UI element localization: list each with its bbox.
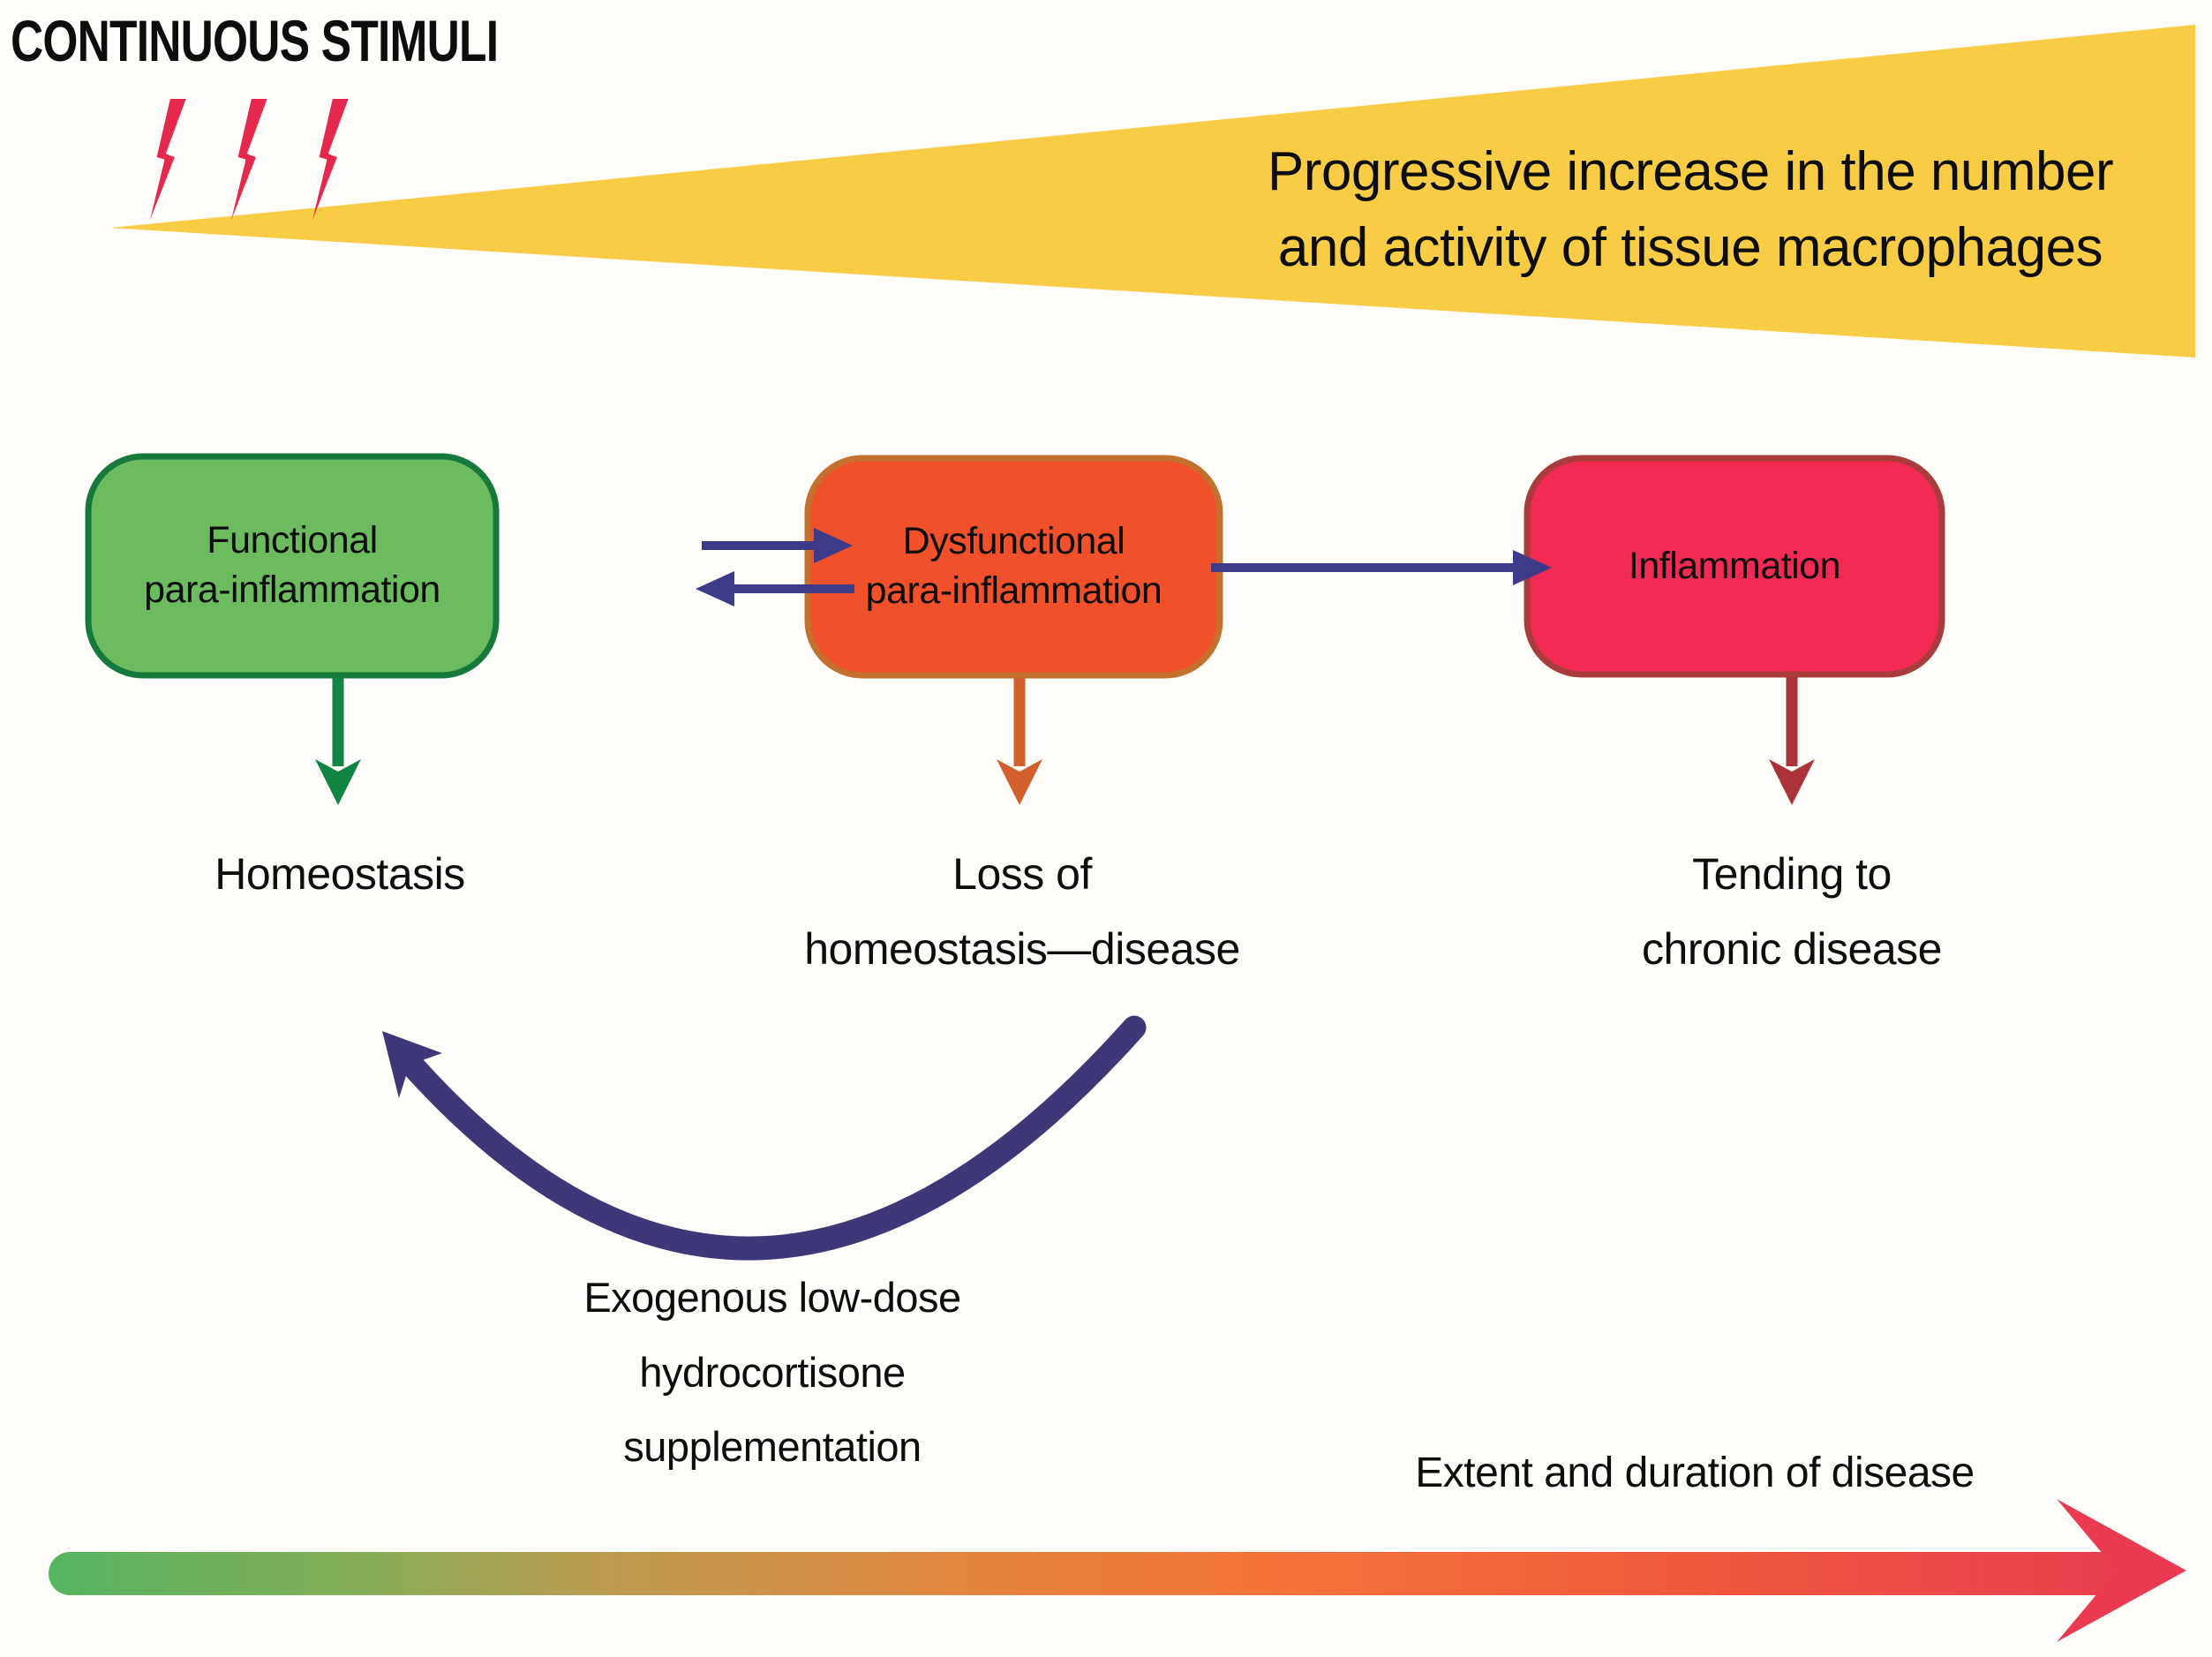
functional-label-line2: para-inflammation: [144, 569, 440, 611]
hydrocortisone-label: Exogenous low-dose hydrocortisone supple…: [410, 1261, 1134, 1485]
macrophage-increase-wedge: [110, 25, 2195, 358]
homeostasis-line1: Homeostasis: [214, 849, 465, 899]
functional-box-label: Functional para-inflammation: [88, 456, 496, 675]
homeostasis-label: Homeostasis: [75, 837, 605, 912]
tending-line2: chronic disease: [1642, 924, 1942, 974]
flow-arrow-right-icon: [702, 528, 853, 563]
loss-line1: Loss of: [952, 849, 1092, 899]
inflammation-down-arrow-icon: [1769, 677, 1815, 805]
lightning-bolt-icon: [150, 99, 349, 221]
disease-axis-arrow: [49, 1499, 2186, 1642]
feedback-curve-arrow-icon: [382, 1015, 1147, 1261]
feedback-line2: hydrocortisone: [639, 1348, 906, 1396]
wedge-label: Progressive increase in the number and a…: [1174, 134, 2207, 285]
feedback-line3: supplementation: [623, 1423, 922, 1471]
wedge-label-line1: Progressive increase in the number: [1267, 141, 2114, 202]
loss-line2: homeostasis—disease: [804, 924, 1240, 974]
disease-axis-label: Extent and duration of disease: [1351, 1446, 2039, 1501]
dysfunctional-down-arrow-icon: [997, 678, 1042, 805]
functional-label-line1: Functional: [207, 519, 378, 562]
loss-of-homeostasis-label: Loss of homeostasis—disease: [757, 837, 1287, 987]
chronic-disease-label: Tending to chronic disease: [1527, 837, 2057, 987]
dysfunctional-label-line1: Dysfunctional: [902, 520, 1125, 563]
flow-arrow-right-icon: [1211, 550, 1552, 585]
tending-line1: Tending to: [1692, 849, 1892, 899]
page-title: CONTINUOUS STIMULI: [11, 8, 499, 73]
wedge-label-line2: and activity of tissue macrophages: [1277, 216, 2103, 278]
flow-arrow-left-icon: [696, 571, 854, 606]
functional-down-arrow-icon: [315, 678, 361, 805]
inflammation-label-line1: Inflammation: [1628, 544, 1841, 587]
feedback-line1: Exogenous low-dose: [583, 1274, 961, 1321]
functional-para-inflammation-box: [85, 453, 500, 679]
dysfunctional-label-line2: para-inflammation: [865, 569, 1162, 612]
inflammation-box-label: Inflammation: [1527, 458, 1942, 674]
dysfunctional-box-label: Dysfunctional para-inflammation: [808, 458, 1220, 675]
disease-axis-text: Extent and duration of disease: [1415, 1450, 1975, 1496]
